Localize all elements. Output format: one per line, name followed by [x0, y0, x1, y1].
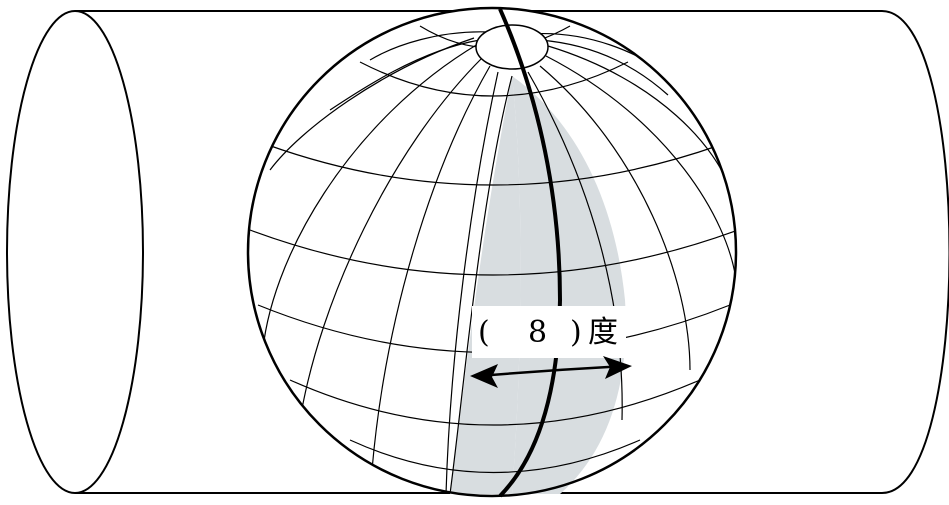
label-close-paren: )	[570, 315, 582, 350]
central-meridian	[498, 8, 563, 498]
shaded-zone	[450, 76, 521, 494]
meridian-line	[261, 43, 479, 361]
parallel-line	[289, 379, 701, 426]
arrow-head-right	[603, 356, 632, 379]
cylinder-right-end	[881, 10, 949, 494]
parallel-line	[249, 229, 735, 276]
meridian-line	[539, 65, 691, 371]
shaded-zone-east	[512, 76, 626, 494]
label-number: 8	[528, 315, 547, 350]
meridian-line	[527, 71, 623, 421]
zone-width-arrow	[470, 356, 632, 388]
meridian-line	[539, 39, 669, 96]
cylinder-left-end	[6, 10, 144, 494]
meridian-line	[445, 71, 499, 495]
label-open-paren: (	[478, 315, 490, 350]
north-pole-cap	[475, 24, 549, 70]
globe-outline	[246, 6, 738, 498]
meridian-line	[371, 65, 491, 471]
arrow-shaft	[477, 364, 626, 378]
parallel-line	[267, 144, 721, 186]
meridian-line	[449, 75, 513, 495]
label-background	[472, 306, 626, 358]
zone-width-label: ( 8 ) 度	[478, 315, 618, 350]
label-unit: 度	[588, 315, 618, 350]
arrow-head-left	[470, 364, 498, 388]
meridian-line	[545, 55, 735, 281]
parallel-line	[349, 439, 641, 474]
meridian-line	[369, 31, 491, 61]
meridian-line	[299, 57, 483, 421]
meridian-line	[329, 39, 481, 111]
